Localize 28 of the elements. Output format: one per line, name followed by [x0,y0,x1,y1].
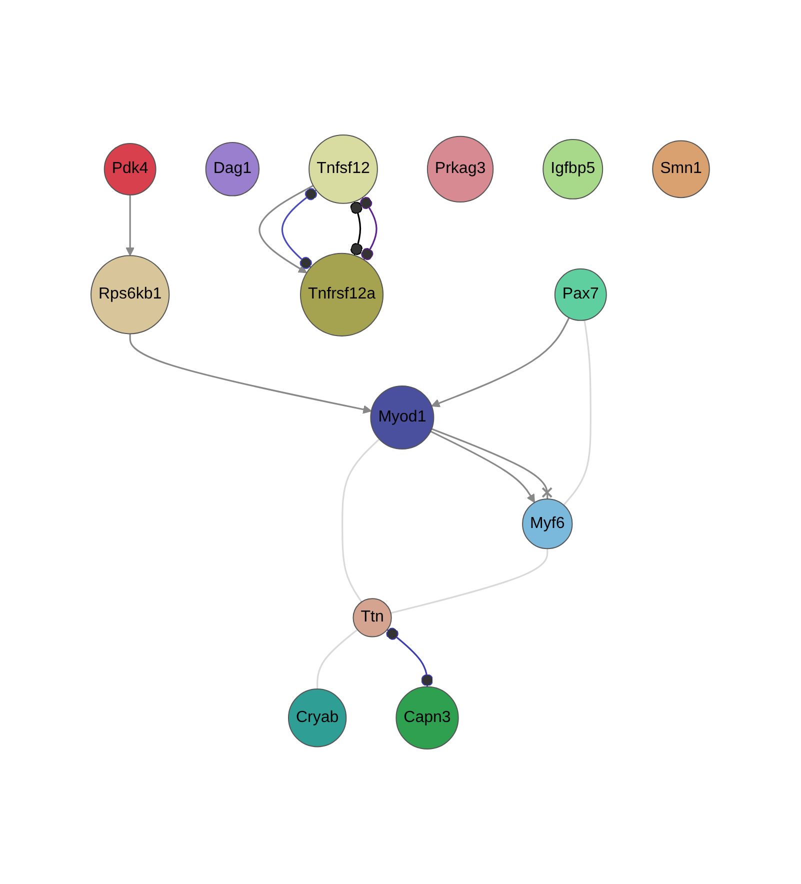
connector [342,438,380,602]
connector [432,428,553,500]
node-circle: Tnfsf12 [308,134,378,204]
arrow [430,430,536,503]
connector [282,188,318,270]
node-circle: Igfbp5 [542,138,604,200]
node-circle: Prkag3 [427,136,494,203]
node-circle: Myod1 [370,385,435,450]
node-circle: Pdk4 [104,142,157,196]
node-circle: Dag1 [206,142,260,196]
node-circle: Myf6 [522,498,574,550]
connector [350,201,363,256]
node-circle: Tnfrsf12a [300,252,384,336]
node-circle: Rps6kb1 [90,255,170,334]
node-circle: Pax7 [554,268,608,321]
arrow [259,184,314,274]
node-circle: Cryab [288,688,347,748]
connector [563,320,592,506]
connector [316,629,358,690]
node-circle: Ttn [353,598,392,638]
connector [390,548,548,614]
node-circle: Capn3 [396,686,460,750]
connector [360,196,378,260]
node-circle: Smn1 [652,140,710,198]
connector [386,628,434,687]
arrow [130,334,372,414]
arrow [126,194,135,256]
arrow [431,317,570,408]
